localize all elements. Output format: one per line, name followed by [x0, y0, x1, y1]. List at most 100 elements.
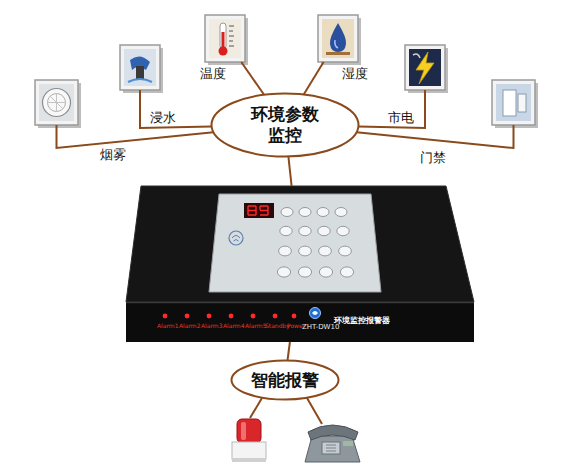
node-text: 环境参数 监控 [249, 104, 321, 146]
node-text: 浸水 [150, 110, 176, 125]
ellipse-shape [212, 94, 359, 157]
key [318, 226, 330, 235]
icon-bg [209, 19, 241, 58]
leader-line [250, 398, 262, 418]
connector-line [358, 90, 425, 128]
connector-line [288, 342, 290, 361]
siren [232, 419, 266, 462]
water-icon [120, 45, 163, 93]
led [185, 314, 190, 319]
phone-body [305, 436, 360, 462]
icon-frame [205, 15, 245, 62]
siren-highlight [241, 422, 246, 440]
icon-frame [120, 45, 160, 90]
telephone [305, 425, 360, 462]
humidity-icon [318, 15, 361, 65]
door-icon [492, 80, 538, 128]
connector-line [288, 157, 291, 187]
icon-frame [35, 80, 78, 125]
key [279, 246, 292, 256]
thermometer-scale [229, 26, 234, 46]
connector-line [57, 125, 214, 148]
node-text: 门禁 [420, 150, 446, 165]
key [319, 246, 332, 256]
keypad-buttons [277, 208, 353, 278]
brand-logo [310, 308, 321, 319]
detector-vents [48, 94, 66, 112]
led [273, 314, 278, 319]
power-cable [413, 54, 420, 58]
keypad-panel [209, 194, 381, 292]
sensor-icon: 湿度 [318, 15, 358, 62]
key [299, 208, 311, 217]
brand-logo-mark [312, 311, 318, 315]
key [281, 208, 293, 217]
node-text: 烟雾 [100, 147, 126, 162]
icon-bg [496, 84, 531, 121]
water-drop [330, 23, 346, 52]
humidity-base [326, 52, 350, 55]
connector-line [140, 90, 212, 128]
temperature-icon [205, 15, 248, 65]
led-label: Alarm1 [157, 322, 178, 329]
led-label: Alarm2 [179, 322, 200, 329]
detector-body [43, 89, 71, 117]
phone-keys [326, 445, 336, 451]
led [292, 314, 297, 319]
leader-line [307, 398, 322, 424]
key [335, 208, 347, 217]
monitor-ellipse: 环境参数 监控 [210, 92, 360, 158]
led [163, 314, 168, 319]
connector-line [304, 62, 324, 95]
device-top [126, 186, 474, 302]
led-label: Alarm5 [245, 322, 266, 329]
icon-frame [405, 45, 445, 90]
alarm-device [126, 186, 474, 342]
siren-foot [232, 458, 266, 462]
device-edge [126, 302, 474, 304]
led-label: Alarm4 [223, 322, 244, 329]
power-icon [405, 45, 448, 93]
display-window [244, 203, 274, 218]
icon-bg [322, 19, 354, 58]
icon-bg [39, 84, 74, 121]
key [280, 226, 292, 235]
key [339, 246, 352, 256]
sensor-icon: 市电 [405, 45, 445, 90]
key [277, 267, 290, 277]
siren-base [232, 442, 266, 459]
smoke-icon [35, 80, 81, 128]
key [319, 267, 332, 277]
status-leds [163, 314, 297, 319]
alarm-device: ZHT-DW10环境监控报警器 [126, 186, 474, 342]
icon-frame [318, 15, 358, 62]
text-box: 智能报警 [230, 359, 340, 401]
card-reader [229, 231, 243, 245]
connector-line [241, 62, 264, 95]
sensor-icon: 浸水 [120, 45, 160, 90]
key [299, 226, 311, 235]
text-box: 环境参数 监控 [210, 92, 360, 158]
node-text: 智能报警 [235, 370, 335, 391]
thermometer-tube [220, 23, 226, 49]
node-text: 市电 [388, 110, 414, 125]
key [337, 226, 349, 235]
led [229, 314, 234, 319]
icon-frame [492, 80, 535, 125]
icon-bg [124, 49, 156, 86]
led-label: Standby [265, 322, 290, 329]
sensor-icon: 温度 [205, 15, 245, 62]
card-symbol [232, 236, 240, 242]
key [298, 267, 311, 277]
ellipse-shape [232, 361, 339, 400]
led [251, 314, 256, 319]
siren-dome [237, 419, 261, 443]
node-text: ZHT-DW10 [302, 323, 339, 331]
phone-keypad [322, 442, 340, 454]
device-front [126, 302, 474, 342]
display-digits [248, 206, 268, 215]
door-magnet [518, 94, 526, 112]
alarm-ellipse: 智能报警 [230, 359, 340, 401]
